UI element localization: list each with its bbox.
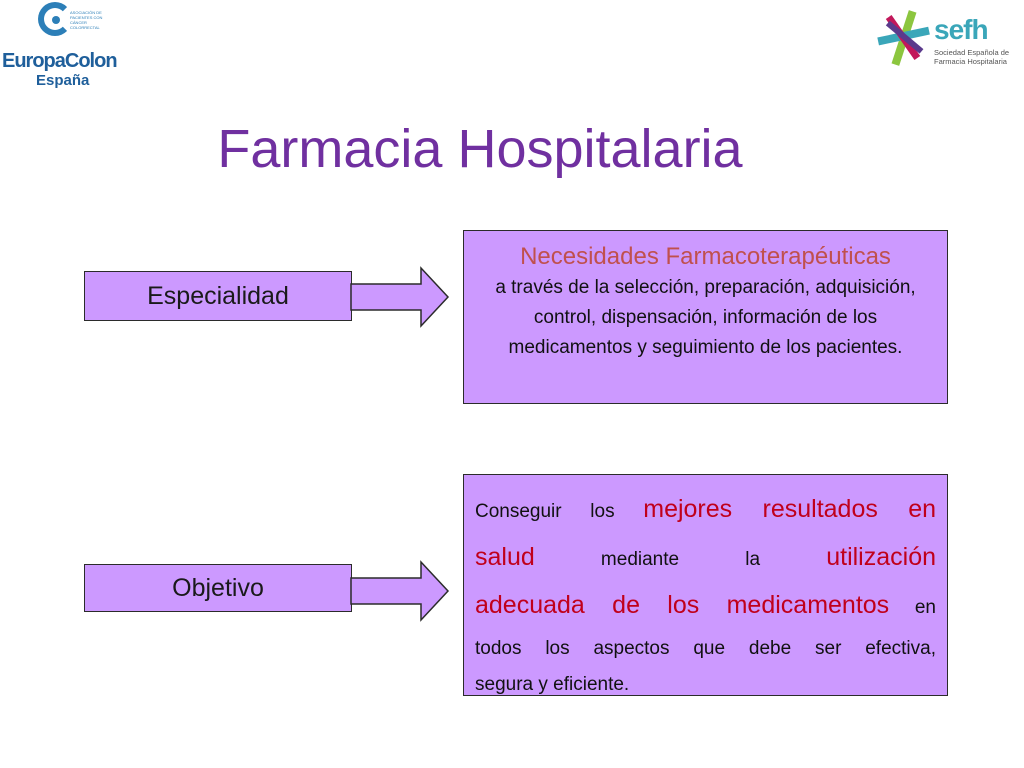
logo-association-text: ASOCIACIÓN DE PACIENTES CON CÁNCER COLOR… bbox=[70, 10, 103, 30]
highlight-utilizacion: utilización bbox=[826, 543, 936, 571]
arrow-right-icon bbox=[350, 560, 450, 622]
logo-brand-line2: España bbox=[36, 72, 90, 89]
objetivo-text: Conseguir los mejores resultados en salu… bbox=[475, 495, 936, 695]
logo-brand-line1: EuropaColon bbox=[2, 50, 118, 72]
label-box-objetivo: Objetivo bbox=[84, 564, 352, 612]
necesidades-heading: Necesidades Farmacoterapéuticas bbox=[520, 243, 891, 270]
highlight-salud: salud bbox=[475, 543, 535, 571]
description-box-especialidad: Necesidades Farmacoterapéuticas a través… bbox=[463, 230, 948, 404]
sefh-subtitle: Sociedad Española de Farmacia Hospitalar… bbox=[934, 48, 1010, 66]
arrow-right-icon bbox=[350, 266, 450, 328]
sefh-emblem-icon bbox=[877, 10, 930, 66]
description-box-objetivo: Conseguir los mejores resultados en salu… bbox=[463, 474, 948, 696]
sefh-name: sefh bbox=[934, 14, 989, 45]
highlight-mejores-resultados: mejores resultados en bbox=[643, 495, 936, 523]
sefh-logo: sefh Sociedad Española de Farmacia Hospi… bbox=[868, 0, 1022, 76]
slide-title: Farmacia Hospitalaria bbox=[217, 119, 743, 179]
europacolon-ring-icon bbox=[38, 2, 72, 36]
europacolon-logo: ASOCIACIÓN DE PACIENTES CON CÁNCER COLOR… bbox=[2, 0, 118, 96]
necesidades-body: a través de la selección, preparación, a… bbox=[495, 277, 916, 358]
label-box-especialidad: Especialidad bbox=[84, 271, 352, 321]
highlight-adecuada-medicamentos: adecuada de los medicamentos bbox=[475, 591, 890, 619]
